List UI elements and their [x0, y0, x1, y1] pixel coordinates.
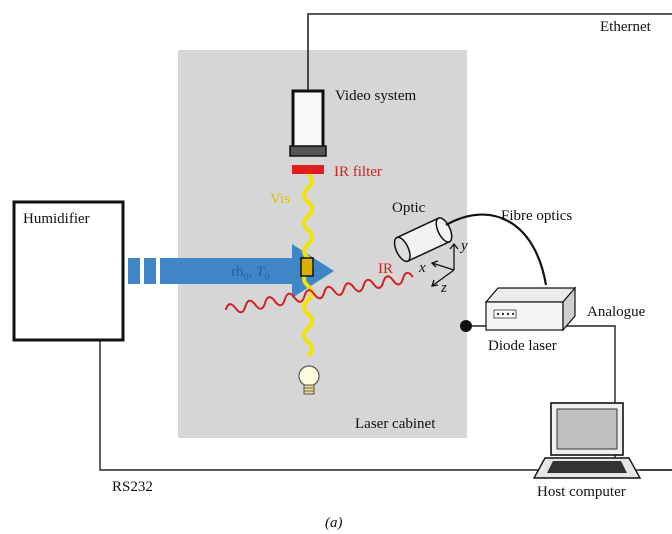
- connector-dot: [460, 320, 472, 332]
- stream-conditions-label: rh0, T0: [231, 264, 269, 283]
- host-computer-label: Host computer: [537, 484, 626, 500]
- sample-particle: [300, 257, 314, 277]
- ir-filter: [292, 165, 324, 174]
- light-bulb-icon: [298, 365, 320, 395]
- ethernet-cable: [307, 13, 672, 91]
- rs232-label: RS232: [112, 479, 153, 495]
- ir-filter-label: IR filter: [334, 164, 382, 180]
- laser-cabinet-label: Laser cabinet: [355, 416, 436, 432]
- ethernet-label: Ethernet: [600, 19, 652, 35]
- axis-y-label: y: [459, 238, 468, 254]
- axis-z-label: z: [440, 280, 447, 296]
- fibre-optic-cable: [445, 213, 548, 286]
- laptop-icon: [532, 402, 642, 479]
- video-camera-icon: [289, 89, 327, 157]
- figure-caption: (a): [325, 515, 343, 531]
- analogue-label: Analogue: [587, 304, 646, 320]
- ir-label: IR: [378, 261, 393, 277]
- axis-x-label: x: [418, 260, 426, 276]
- rs232-cable: [99, 340, 540, 471]
- humidifier-label: Humidifier: [23, 211, 90, 227]
- ir-wave: [224, 271, 414, 314]
- video-system-label: Video system: [335, 88, 417, 104]
- fibre-optics-label: Fibre optics: [501, 208, 572, 224]
- vis-label: Vis: [270, 191, 290, 207]
- diode-laser-label: Diode laser: [488, 338, 557, 354]
- optic-icon: [393, 217, 453, 263]
- humidifier-box: [12, 200, 125, 342]
- optic-label: Optic: [392, 200, 426, 216]
- coordinate-axes-icon: [430, 242, 459, 287]
- diode-laser-icon: [484, 286, 577, 332]
